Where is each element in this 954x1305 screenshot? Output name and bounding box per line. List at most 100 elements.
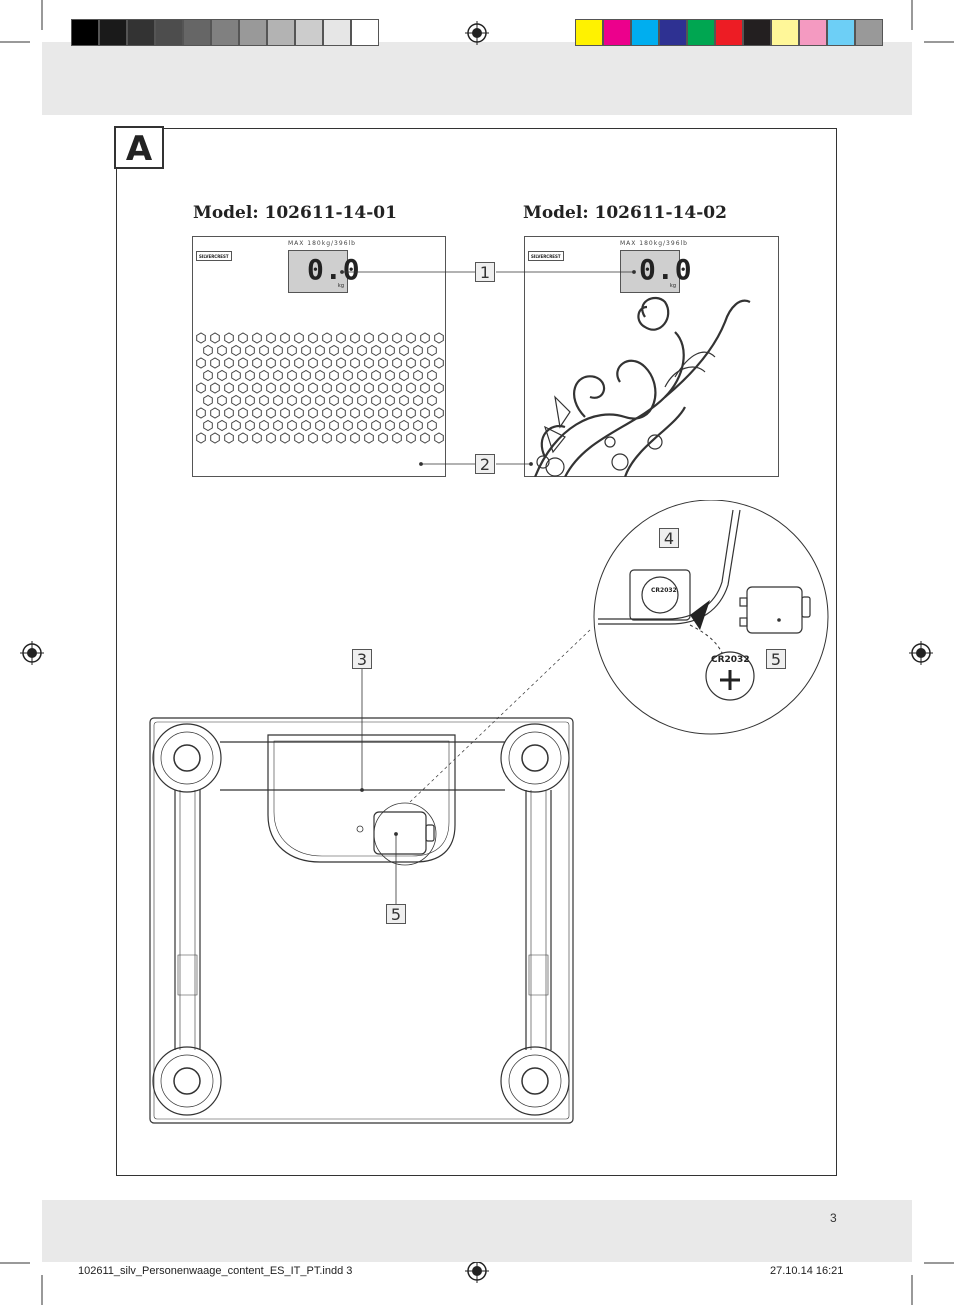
- hexagon-shape: [252, 332, 262, 344]
- hexagon-shape: [301, 394, 311, 407]
- hexagon-shape: [308, 407, 318, 419]
- hexagon-shape: [259, 369, 269, 382]
- hexagon-shape: [224, 432, 234, 444]
- hexagon-shape: [378, 432, 388, 444]
- color-swatch: [71, 19, 99, 46]
- color-swatch: [127, 19, 155, 46]
- registration-mark-right-icon: [909, 641, 933, 665]
- hexagon-shape: [322, 382, 332, 394]
- hexagon-shape: [427, 369, 437, 382]
- color-swatch: [211, 19, 239, 46]
- hexagon-shape: [301, 419, 311, 432]
- hexagon-shape: [420, 432, 430, 444]
- hexagon-shape: [392, 432, 402, 444]
- hexagon-shape: [210, 332, 220, 344]
- hexagon-shape: [350, 332, 360, 344]
- footer-filename: 102611_silv_Personenwaage_content_ES_IT_…: [78, 1265, 353, 1277]
- lcd-reading: 0.0: [307, 253, 361, 286]
- hexagon-shape: [203, 344, 213, 357]
- hexagon-shape: [336, 382, 346, 394]
- hexagon-shape: [231, 344, 241, 357]
- hexagon-shape: [392, 407, 402, 419]
- registration-mark-left-icon: [20, 641, 44, 665]
- hexagon-shape: [413, 344, 423, 357]
- callout-1: 1: [475, 262, 495, 282]
- hexagon-shape: [266, 407, 276, 419]
- hexagon-shape: [238, 407, 248, 419]
- hexagon-shape: [434, 332, 444, 344]
- lcd-unit: kg: [669, 283, 676, 289]
- hexagon-shape: [399, 394, 409, 407]
- hexagon-shape: [217, 369, 227, 382]
- hexagon-shape: [238, 382, 248, 394]
- hexagon-shape: [245, 419, 255, 432]
- hexagon-shape: [217, 344, 227, 357]
- hexagon-shape: [350, 357, 360, 369]
- hexagon-shape: [308, 357, 318, 369]
- hexagon-shape: [343, 344, 353, 357]
- hexagon-shape: [357, 419, 367, 432]
- hexagon-shape: [224, 382, 234, 394]
- color-swatch: [99, 19, 127, 46]
- hexagon-shape: [259, 419, 269, 432]
- hexagon-shape: [420, 357, 430, 369]
- hexagon-shape: [427, 419, 437, 432]
- hexagon-shape: [224, 332, 234, 344]
- hexagon-shape: [350, 407, 360, 419]
- hexagon-shape: [294, 407, 304, 419]
- color-swatch: [799, 19, 827, 46]
- hexagon-shape: [210, 382, 220, 394]
- hexagon-shape: [406, 357, 416, 369]
- hexagon-shape: [364, 407, 374, 419]
- hexagon-shape: [308, 382, 318, 394]
- hexagon-shape: [413, 394, 423, 407]
- color-swatch: [155, 19, 183, 46]
- hexagon-shape: [385, 344, 395, 357]
- hexagon-shape: [315, 369, 325, 382]
- hexagon-shape: [329, 419, 339, 432]
- hexagon-shape: [245, 344, 255, 357]
- color-swatch: [631, 19, 659, 46]
- section-letter: A: [114, 126, 164, 169]
- hexagon-shape: [224, 407, 234, 419]
- hexagon-shape: [329, 369, 339, 382]
- hexagon-shape: [399, 344, 409, 357]
- hexagon-shape: [280, 407, 290, 419]
- hexagon-shape: [273, 369, 283, 382]
- hexagon-shape: [287, 394, 297, 407]
- hexagon-shape: [420, 382, 430, 394]
- hexagon-shape: [399, 369, 409, 382]
- max-capacity-label: MAX 180kg/396lb: [620, 240, 688, 247]
- hexagon-shape: [434, 407, 444, 419]
- model-label-2: Model: 102611-14-02: [523, 203, 727, 223]
- color-swatch: [659, 19, 687, 46]
- hexagon-shape: [203, 394, 213, 407]
- hexagon-shape: [266, 432, 276, 444]
- color-swatch: [855, 19, 883, 46]
- hexagon-shape: [385, 394, 395, 407]
- hexagon-shape: [434, 382, 444, 394]
- hexagon-shape: [259, 394, 269, 407]
- hexagon-shape: [406, 382, 416, 394]
- hexagon-shape: [378, 357, 388, 369]
- hexagon-shape: [245, 369, 255, 382]
- color-swatch: [323, 19, 351, 46]
- hexagon-shape: [427, 394, 437, 407]
- hexagon-shape: [399, 419, 409, 432]
- hexagon-shape: [385, 369, 395, 382]
- hexagon-shape: [196, 407, 206, 419]
- hexagon-shape: [231, 369, 241, 382]
- hexagon-shape: [350, 432, 360, 444]
- callout-4: 4: [659, 528, 679, 548]
- hexagon-shape: [301, 344, 311, 357]
- hexagon-shape: [406, 432, 416, 444]
- hexagon-shape: [196, 382, 206, 394]
- hexagon-shape: [259, 344, 269, 357]
- brand-logo: SILVERCREST: [528, 251, 564, 261]
- scale-model-2: MAX 180kg/396lb SILVERCREST 0.0 kg: [524, 236, 779, 477]
- color-swatch: [687, 19, 715, 46]
- model-label-1: Model: 102611-14-01: [193, 203, 397, 223]
- lcd-unit: kg: [337, 283, 344, 289]
